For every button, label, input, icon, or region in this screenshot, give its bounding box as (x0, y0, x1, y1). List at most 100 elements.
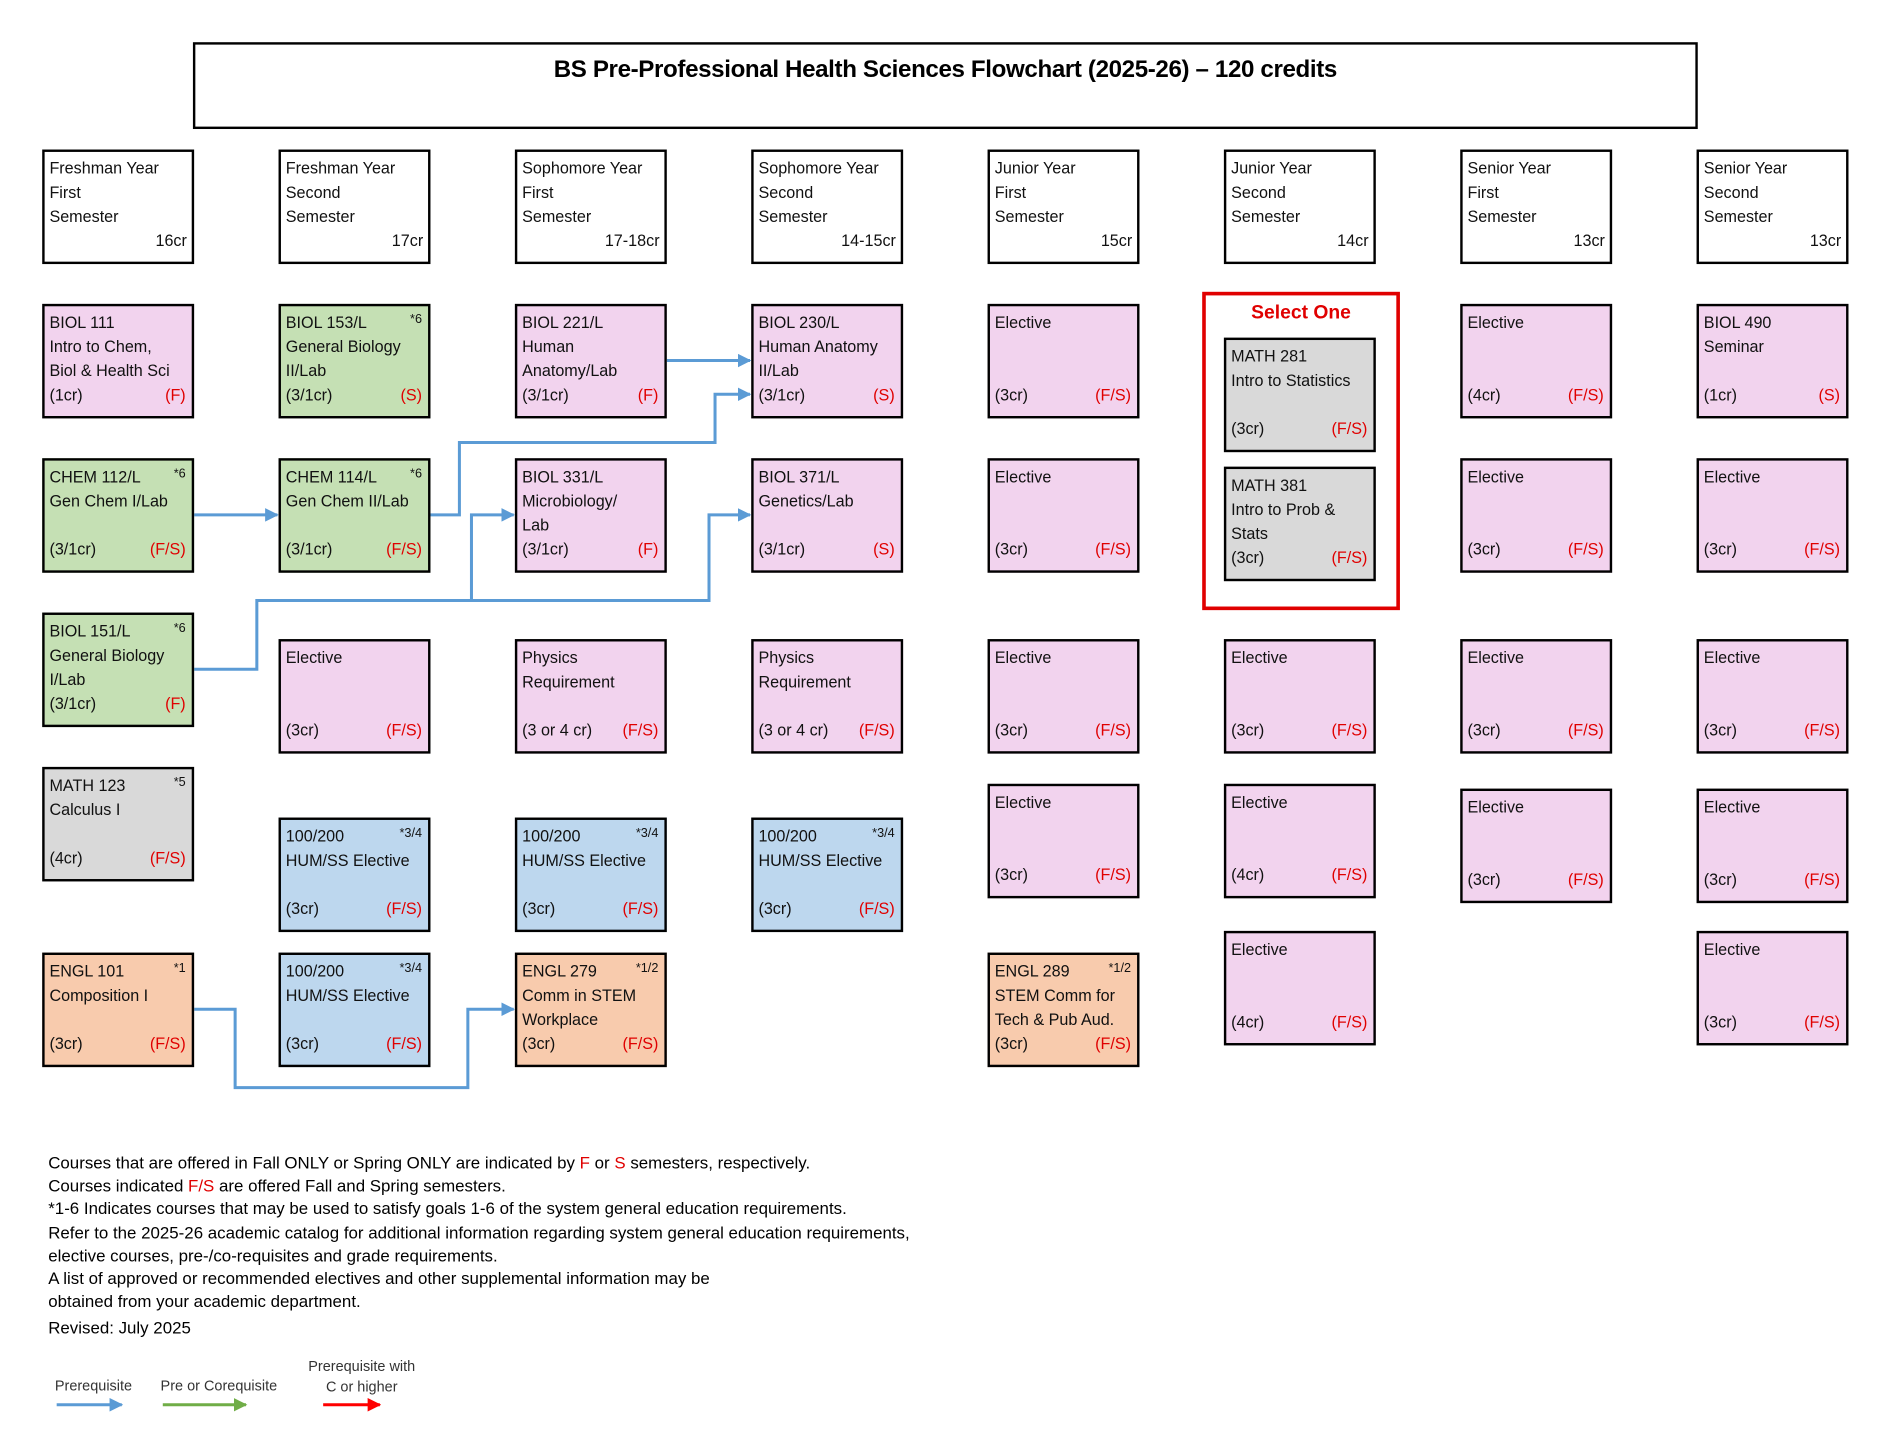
course-title: HUM/SS Elective (522, 851, 646, 870)
course-credits: (3cr) (758, 899, 792, 918)
legend-pre-or-coreq-label: Pre or Corequisite (160, 1377, 278, 1394)
course-offered: (S) (400, 385, 423, 404)
course-credits: (3cr) (285, 721, 319, 740)
course-box: Elective(3cr)(F/S) (1460, 458, 1613, 573)
course-credits: (3cr) (994, 385, 1028, 404)
course-credits: (3/1cr) (522, 540, 569, 559)
course-code: Elective (1467, 798, 1524, 817)
course-box: Elective(4cr)(F/S) (1223, 783, 1376, 899)
course-code: Elective (994, 648, 1052, 667)
course-offered: (F/S) (1804, 540, 1841, 559)
course-credits: (4cr) (1231, 865, 1265, 884)
course-offered: (F) (165, 694, 186, 713)
arrow-chem114-to-biol230 (430, 387, 752, 517)
note-line-1: Courses that are offered in Fall ONLY or… (48, 1152, 909, 1175)
course-code: BIOL 153/L (285, 313, 367, 332)
course-title: Lab (522, 516, 550, 535)
semester-credits: 14-15cr (841, 231, 896, 250)
course-offered: (F/S) (1331, 1012, 1368, 1031)
course-title: General Biology (49, 646, 165, 665)
course-title: I/Lab (49, 670, 86, 689)
course-code: MATH 281 (1231, 347, 1308, 366)
course-title: STEM Comm for (994, 986, 1116, 1005)
page-title: BS Pre-Professional Health Sciences Flow… (553, 56, 1338, 84)
semester-label: Sophomore Year (522, 159, 643, 178)
course-title: II/Lab (758, 361, 799, 380)
semester-label: Second (1231, 183, 1286, 202)
notes: Courses that are offered in Fall ONLY or… (48, 1152, 909, 1341)
course-offered: (F/S) (622, 721, 659, 740)
course-title: Intro to Prob & (1231, 500, 1336, 519)
course-code: Elective (1467, 648, 1524, 667)
semester-label: Semester (285, 207, 355, 226)
course-code: Elective (1231, 940, 1288, 959)
course-code: CHEM 114/L (285, 467, 378, 486)
note-line-7: obtained from your academic department. (48, 1291, 361, 1311)
course-offered: (F/S) (149, 1034, 186, 1053)
course-credits: (3cr) (1467, 870, 1501, 889)
select-one-group: Select One (1202, 291, 1400, 611)
note-text: semesters, respectively. (625, 1152, 811, 1173)
course-credits: (3cr) (994, 1034, 1028, 1053)
course-box: Elective(4cr)(F/S) (1223, 930, 1376, 1046)
arrow-biol151-to-biol331 (469, 508, 516, 601)
course-offered: (F/S) (1567, 870, 1604, 889)
course-offered: (F/S) (386, 721, 423, 740)
course-credits: (1cr) (1703, 385, 1737, 404)
gen-ed-goal: *1/2 (1108, 961, 1132, 976)
gen-ed-goal: *3/4 (872, 825, 895, 841)
course-offered: (F/S) (622, 899, 659, 918)
course-title: II/Lab (285, 361, 327, 380)
semester-credits: 17-18cr (604, 231, 660, 250)
legend-prereq-c-label-1: Prerequisite with (308, 1357, 416, 1375)
course-offered: (F/S) (858, 899, 895, 918)
course-offered: (F/S) (1095, 540, 1132, 559)
course-code: Elective (1703, 467, 1761, 486)
course-credits: (3cr) (522, 1034, 556, 1053)
semester-label: Senior Year (1703, 159, 1788, 178)
course-title: Intro to Chem, (49, 337, 152, 356)
course-offered: (F/S) (1331, 721, 1368, 740)
course-offered: (F/S) (1804, 870, 1841, 889)
course-credits: (3/1cr) (522, 385, 569, 404)
revised-date: Revised: July 2025 (48, 1318, 191, 1338)
course-title: General Biology (285, 337, 401, 356)
course-code: BIOL 371/L (758, 467, 840, 486)
course-title: Stats (1231, 524, 1268, 543)
semester-credits: 17cr (391, 231, 424, 250)
arrow-biol151-to-biol371 (194, 508, 752, 671)
course-offered: (F/S) (149, 848, 186, 867)
semester-label: Freshman Year (285, 159, 396, 178)
course-box: Elective(3cr)(F/S) (1696, 930, 1849, 1046)
gen-ed-goal: *3/4 (399, 961, 423, 976)
course-box: Elective(3cr)(F/S) (987, 783, 1140, 899)
course-credits: (3cr) (1703, 870, 1737, 889)
fall-spring-marker: F/S (188, 1175, 215, 1196)
course-credits: (3cr) (994, 865, 1028, 884)
course-title: Biol & Health Sci (49, 361, 170, 380)
course-box: Elective(3cr)(F/S) (1696, 788, 1849, 904)
course-credits: (3/1cr) (758, 385, 806, 404)
course-credits: (3cr) (1703, 1012, 1737, 1031)
course-offered: (F/S) (1567, 385, 1604, 404)
course-code: Elective (1703, 648, 1761, 667)
course-credits: (3cr) (49, 1034, 83, 1053)
course-title: HUM/SS Elective (758, 851, 883, 870)
semester-credits: 16cr (155, 231, 187, 250)
course-title: Requirement (522, 672, 615, 691)
semester-label: Semester (994, 207, 1064, 226)
course-code: BIOL 221/L (522, 313, 604, 332)
course-offered: (F) (637, 385, 659, 404)
